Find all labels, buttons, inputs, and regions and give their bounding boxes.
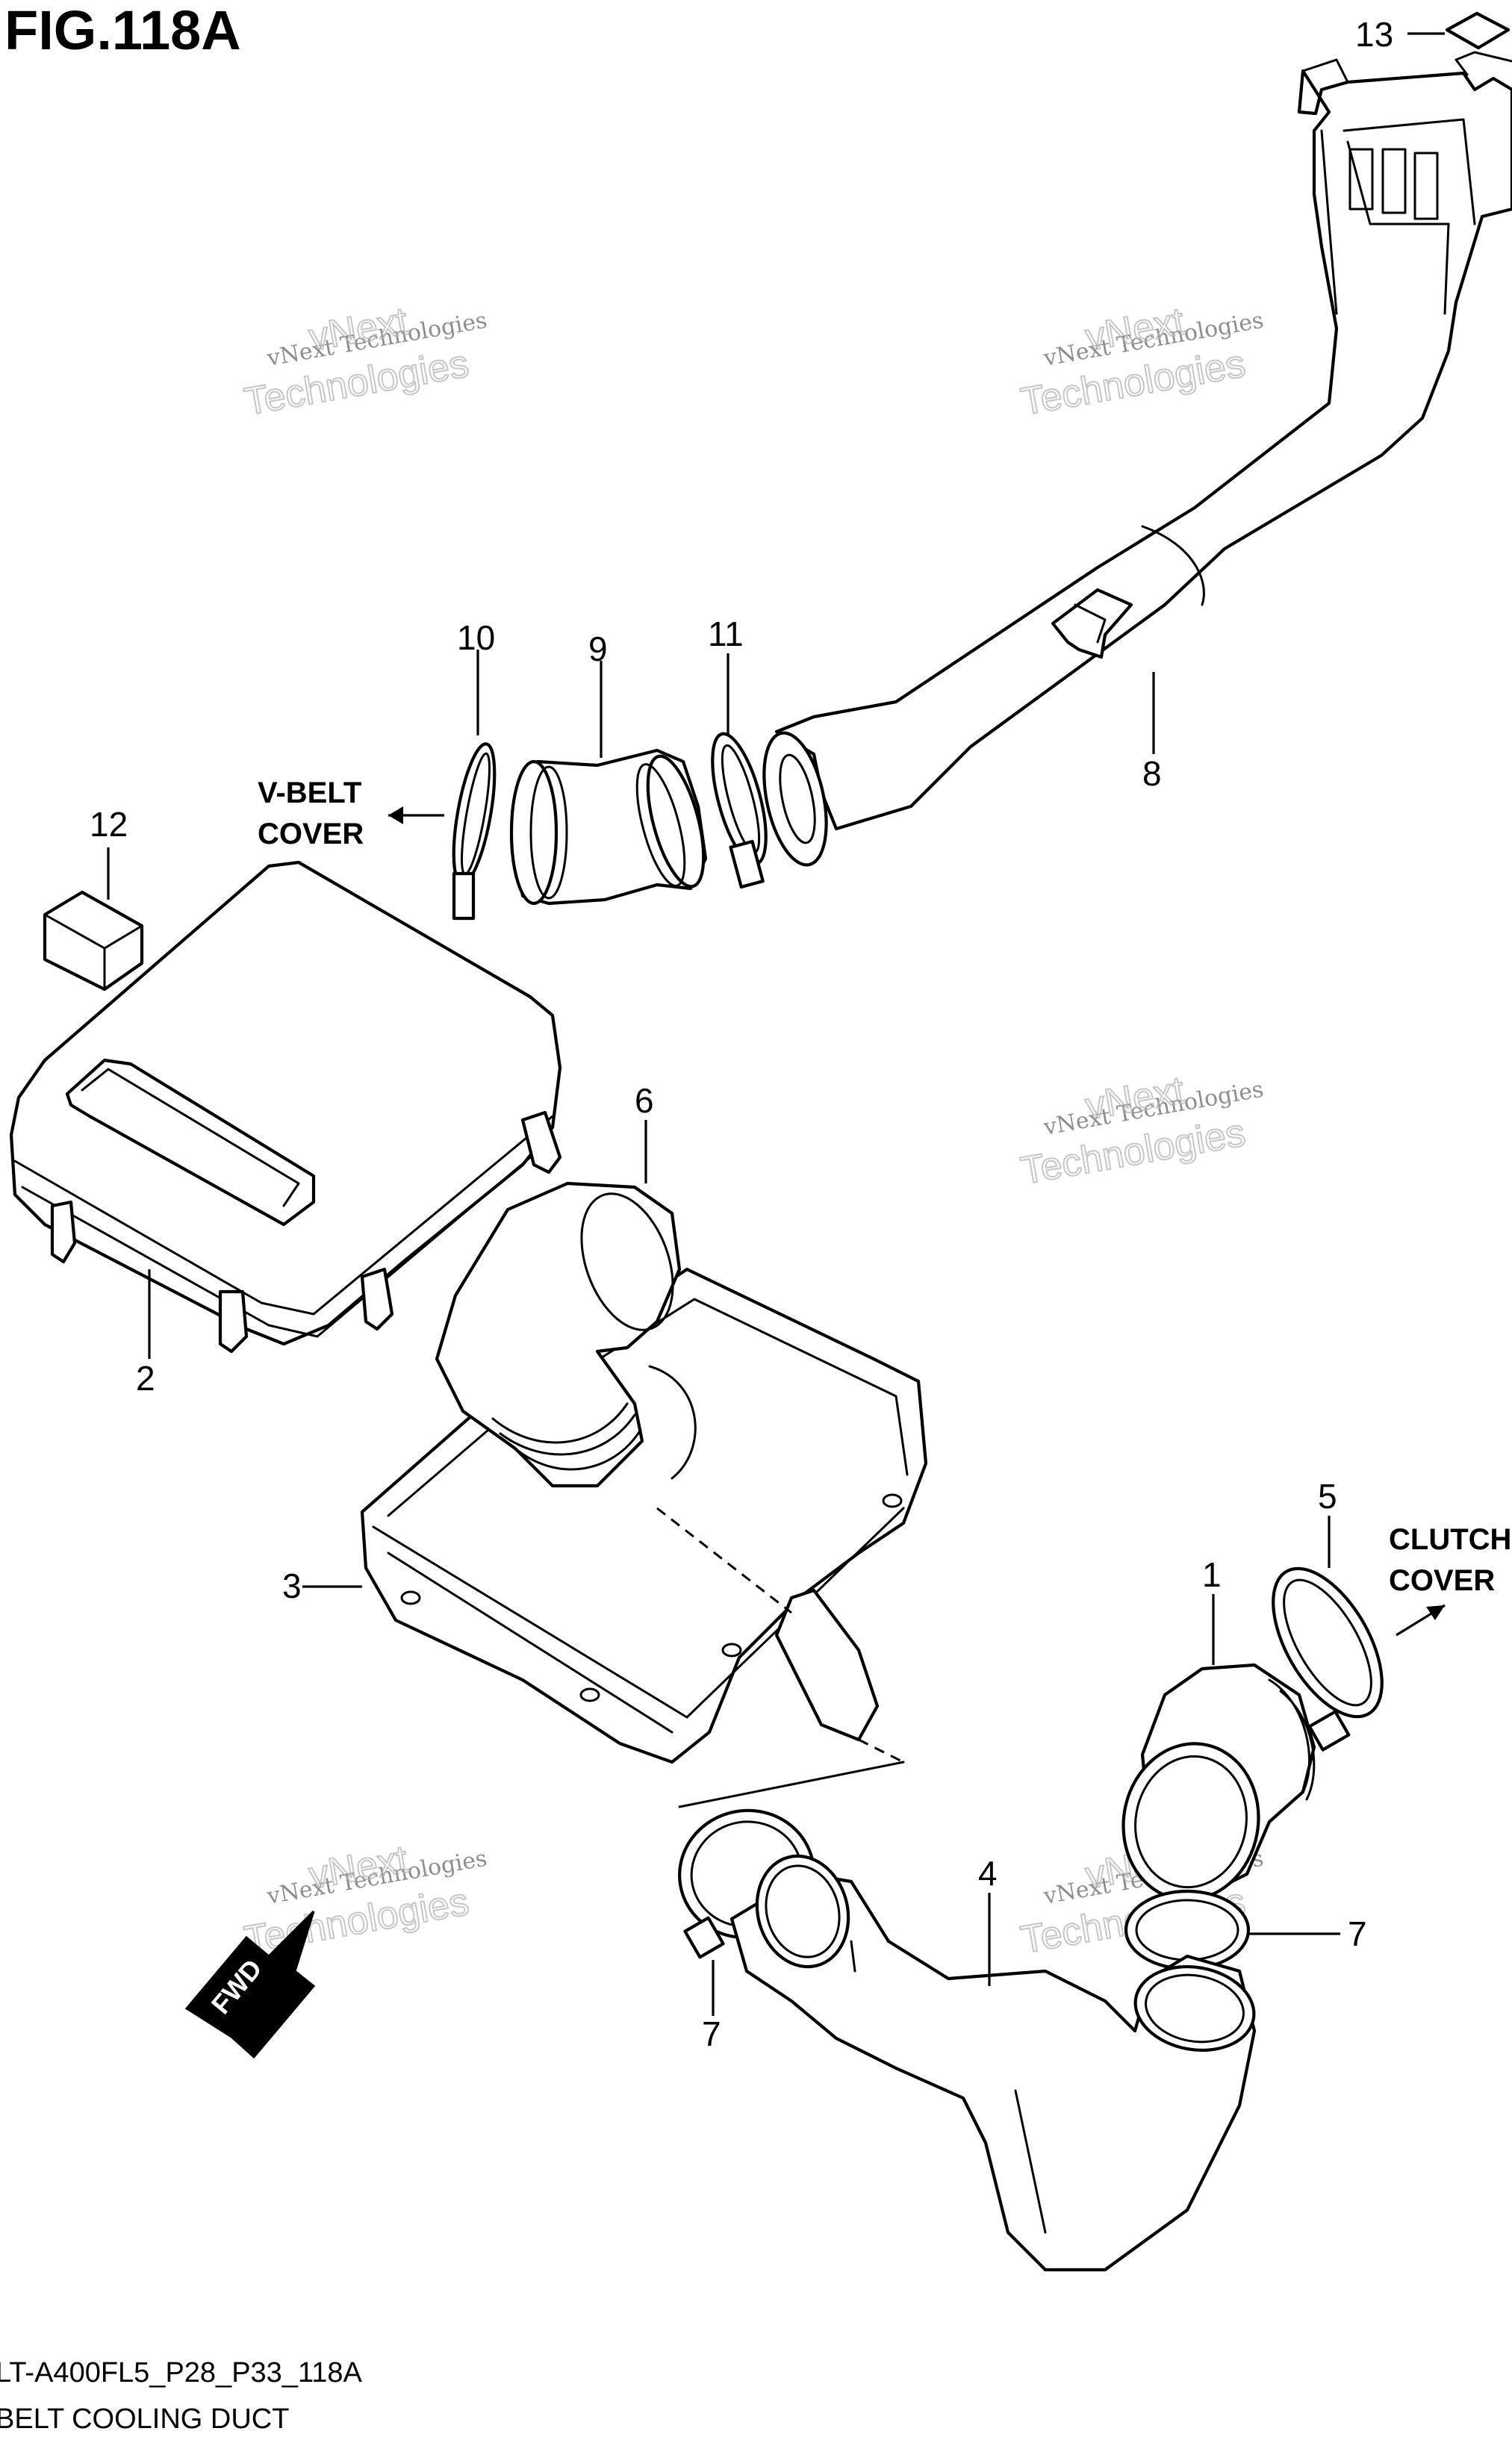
figure-title: FIG.118A bbox=[4, 0, 241, 61]
watermark: vNext Technologies vNext Technologies bbox=[240, 1837, 489, 1963]
arrow-up-right-icon bbox=[1426, 1605, 1445, 1620]
v-belt-cover-label: V-BELT COVER bbox=[258, 777, 364, 850]
callout-8: 8 bbox=[1142, 754, 1162, 793]
watermark: vNext Technologies vNext Technologies bbox=[240, 299, 489, 425]
callout-10: 10 bbox=[457, 618, 495, 657]
callout-12: 12 bbox=[90, 805, 128, 844]
clutch-cover-line: COVER bbox=[1389, 1564, 1495, 1597]
part-6-elbow-hose bbox=[435, 1181, 682, 1488]
watermark: vNext Technologies vNext Technologies bbox=[1017, 299, 1266, 425]
separator-line bbox=[678, 1761, 905, 1808]
callout-11: 11 bbox=[708, 614, 744, 653]
part-5-clamp bbox=[1272, 1566, 1384, 1752]
part-4-lower-duct bbox=[729, 1854, 1257, 2272]
part-12-pad bbox=[43, 890, 144, 992]
callout-1: 1 bbox=[1202, 1555, 1222, 1594]
catalog-code: LT-A400FL5_P28_P33_118A bbox=[0, 2357, 363, 2388]
part-13-pad bbox=[1445, 11, 1511, 50]
arrow-left-icon bbox=[388, 806, 403, 824]
v-belt-cover-line: COVER bbox=[258, 818, 364, 850]
v-belt-cover-line: V-BELT bbox=[258, 777, 361, 809]
watermark-line: vNext bbox=[1082, 1068, 1188, 1128]
watermark-line: vNext bbox=[305, 299, 411, 359]
part-1-connector bbox=[1121, 1663, 1316, 1902]
figure-caption: BELT COOLING DUCT bbox=[0, 2403, 289, 2435]
callout-4: 4 bbox=[978, 1854, 998, 1893]
part-2-cover bbox=[9, 860, 562, 1354]
watermark: vNext Technologies vNext Technologies bbox=[1017, 1068, 1266, 1194]
watermark-line: vNext bbox=[305, 1837, 411, 1897]
callout-2: 2 bbox=[136, 1359, 155, 1398]
callout-7-left: 7 bbox=[702, 2014, 721, 2053]
part-11-clamp bbox=[711, 732, 768, 889]
leader-lines bbox=[107, 32, 1446, 2016]
callout-5: 5 bbox=[1318, 1477, 1337, 1516]
callout-13: 13 bbox=[1355, 15, 1393, 54]
callout-numbers: 13 10 9 11 8 12 6 2 3 5 1 4 7 7 bbox=[90, 15, 1393, 2053]
clutch-cover-line: CLUTCH bbox=[1389, 1523, 1511, 1556]
part-8-intake-duct bbox=[762, 51, 1512, 867]
part-9-connector-hose bbox=[509, 748, 708, 906]
callout-6: 6 bbox=[635, 1081, 654, 1120]
part-10-clamp bbox=[452, 742, 497, 921]
clutch-cover-label: CLUTCH COVER bbox=[1389, 1523, 1511, 1597]
callout-3: 3 bbox=[282, 1566, 302, 1605]
callout-7-right: 7 bbox=[1348, 1914, 1367, 1953]
watermark-line: vNext bbox=[1082, 299, 1188, 359]
callout-9: 9 bbox=[588, 629, 608, 668]
